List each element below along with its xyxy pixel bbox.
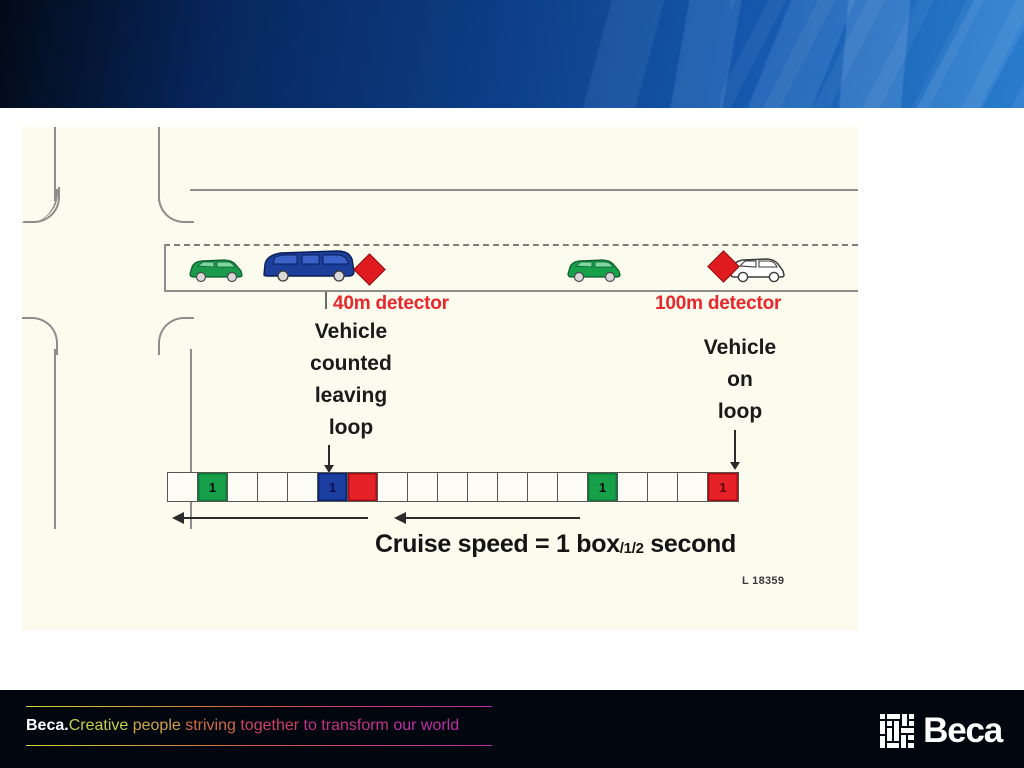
cruise-speed-caption: Cruise speed = 1 box/1/2 second bbox=[375, 530, 736, 559]
diagram-canvas: 40m detector 100m detector Vehicle count… bbox=[22, 127, 858, 630]
beca-logo: Beca bbox=[880, 711, 1003, 750]
footer-rule-top bbox=[26, 706, 492, 707]
callout-left-line-3: leaving bbox=[314, 383, 388, 407]
flow-arrow-1-head-icon bbox=[172, 512, 184, 524]
vehicle-green-car-2 bbox=[562, 254, 624, 284]
footer-tagline-part-2: people bbox=[128, 717, 181, 734]
box-cell-12 bbox=[498, 473, 528, 501]
cruise-speed-main-text: Cruise speed = 1 box bbox=[375, 530, 620, 558]
footer-tagline-part-5: to transform bbox=[299, 717, 389, 734]
footer-rule-bottom bbox=[26, 745, 492, 746]
box-cell-8 bbox=[378, 473, 408, 501]
box-cell-7 bbox=[348, 473, 378, 501]
road-corner-lower-left-curve bbox=[22, 317, 58, 355]
beca-logo-wordmark: Beca bbox=[923, 711, 1003, 750]
box-cell-6: 1 bbox=[318, 473, 348, 501]
box-cell-16 bbox=[618, 473, 648, 501]
box-cell-11 bbox=[468, 473, 498, 501]
footer-bar: Beca.Creative people striving together t… bbox=[0, 690, 1024, 768]
footer-brand-text: Beca. bbox=[26, 717, 69, 734]
box-cell-5 bbox=[288, 473, 318, 501]
detector-40m-tick bbox=[325, 292, 327, 309]
callout-right-line-3: loop bbox=[717, 399, 763, 423]
callout-right-leader-arrow-icon bbox=[730, 462, 740, 470]
road-corner-upper-left-curve bbox=[22, 187, 60, 223]
detector-40m-label: 40m detector bbox=[333, 293, 449, 314]
callout-right-line-1: Vehicle bbox=[703, 336, 777, 359]
box-cell-15: 1 bbox=[588, 473, 618, 501]
occupancy-box-strip: 1 1 1 1 bbox=[167, 472, 739, 502]
footer-tagline-part-6: our world bbox=[388, 717, 460, 734]
cruise-speed-unit: second bbox=[643, 530, 736, 558]
box-cell-14 bbox=[558, 473, 588, 501]
box-cell-17 bbox=[648, 473, 678, 501]
callout-vehicle-on-loop: Vehicle on loop bbox=[662, 332, 818, 428]
flow-arrow-1-line bbox=[183, 517, 368, 519]
callout-left-line-2: counted bbox=[310, 351, 392, 375]
flow-arrow-2-head-icon bbox=[394, 512, 406, 524]
box-cell-2: 1 bbox=[198, 473, 228, 501]
footer-tagline: Beca.Creative people striving together t… bbox=[26, 718, 496, 734]
box-cell-4 bbox=[258, 473, 288, 501]
detector-100m-label: 100m detector bbox=[655, 293, 782, 314]
callout-left-leader-arrow-icon bbox=[324, 465, 334, 473]
diagram-reference-code: L 18359 bbox=[742, 575, 785, 587]
box-cell-13 bbox=[528, 473, 558, 501]
beca-logo-mark-icon bbox=[880, 713, 915, 748]
footer-tagline-block: Beca.Creative people striving together t… bbox=[26, 706, 496, 746]
road-line-upper-left-vertical bbox=[54, 127, 56, 201]
callout-right-line-2: on bbox=[727, 367, 753, 391]
box-cell-10 bbox=[438, 473, 468, 501]
road-line-lane-bottom-edge bbox=[164, 290, 858, 292]
road-line-lower-left-vertical bbox=[54, 349, 56, 529]
box-cell-18 bbox=[678, 473, 708, 501]
callout-left-leader-line bbox=[328, 445, 330, 467]
road-line-lower-right-vertical bbox=[190, 349, 192, 529]
vehicle-white-car-on-loop bbox=[725, 253, 789, 285]
callout-left-line-1: Vehicle bbox=[314, 320, 388, 343]
flow-arrow-2-line bbox=[405, 517, 580, 519]
lane-left-stub bbox=[164, 244, 166, 291]
callout-vehicle-counted-leaving-loop: Vehicle counted leaving loop bbox=[254, 316, 448, 444]
vehicle-blue-van bbox=[259, 245, 359, 287]
footer-tagline-part-1: Creative bbox=[68, 717, 129, 734]
box-cell-9 bbox=[408, 473, 438, 501]
vehicle-green-car-1 bbox=[184, 254, 246, 284]
footer-tagline-part-3: striving bbox=[180, 717, 236, 734]
lane-centre-dashed-line bbox=[164, 244, 858, 246]
road-corner-upper-right-curve bbox=[158, 187, 194, 223]
box-cell-19: 1 bbox=[708, 473, 738, 501]
callout-left-line-4: loop bbox=[328, 415, 374, 439]
traffic-detector-diagram: 40m detector 100m detector Vehicle count… bbox=[22, 127, 858, 630]
road-line-top-kerb bbox=[190, 189, 858, 191]
cruise-speed-fraction: /1/2 bbox=[619, 540, 644, 557]
road-corner-lower-right-curve bbox=[158, 317, 194, 355]
box-cell-1 bbox=[168, 473, 198, 501]
road-line-upper-right-vertical bbox=[158, 127, 160, 201]
header-banner bbox=[0, 0, 1024, 108]
box-cell-3 bbox=[228, 473, 258, 501]
callout-right-leader-line bbox=[734, 430, 736, 463]
footer-tagline-part-4: together bbox=[235, 717, 300, 734]
